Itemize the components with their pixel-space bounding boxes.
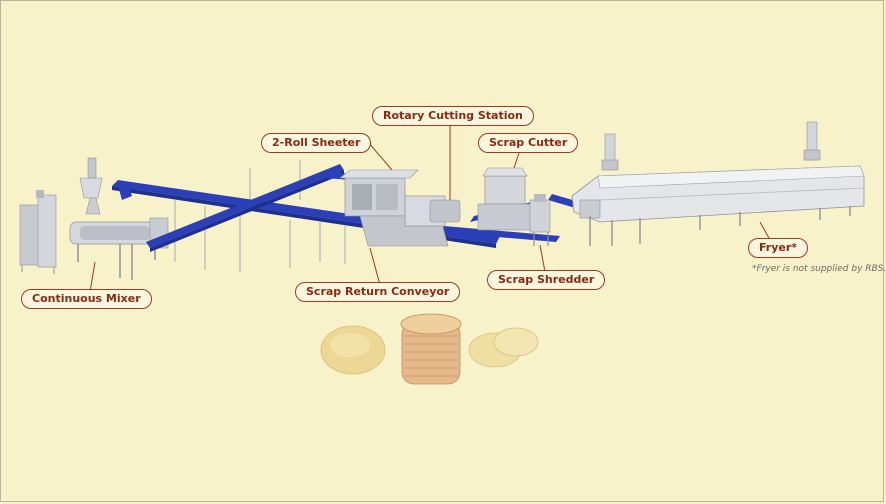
label-continuous-mixer: Continuous Mixer	[21, 289, 152, 309]
label-scrap-return-conveyor: Scrap Return Conveyor	[295, 282, 461, 302]
sheeter-and-cutting-machines	[339, 167, 551, 247]
potato-chips	[320, 313, 539, 385]
label-rotary-cutting-station: Rotary Cutting Station	[372, 106, 534, 126]
chip-stack	[400, 313, 462, 385]
label-scrap-cutter: Scrap Cutter	[478, 133, 579, 153]
conveyor-supports	[174, 160, 346, 272]
label-2-roll-sheeter: 2-Roll Sheeter	[261, 133, 372, 153]
continuous-mixer-machine	[19, 157, 169, 280]
label-fryer: Fryer*	[748, 238, 809, 258]
label-scrap-shredder: Scrap Shredder	[487, 270, 606, 290]
fryer-footnote: *Fryer is not supplied by RBS.	[752, 264, 886, 274]
fryer-machine	[571, 121, 865, 246]
